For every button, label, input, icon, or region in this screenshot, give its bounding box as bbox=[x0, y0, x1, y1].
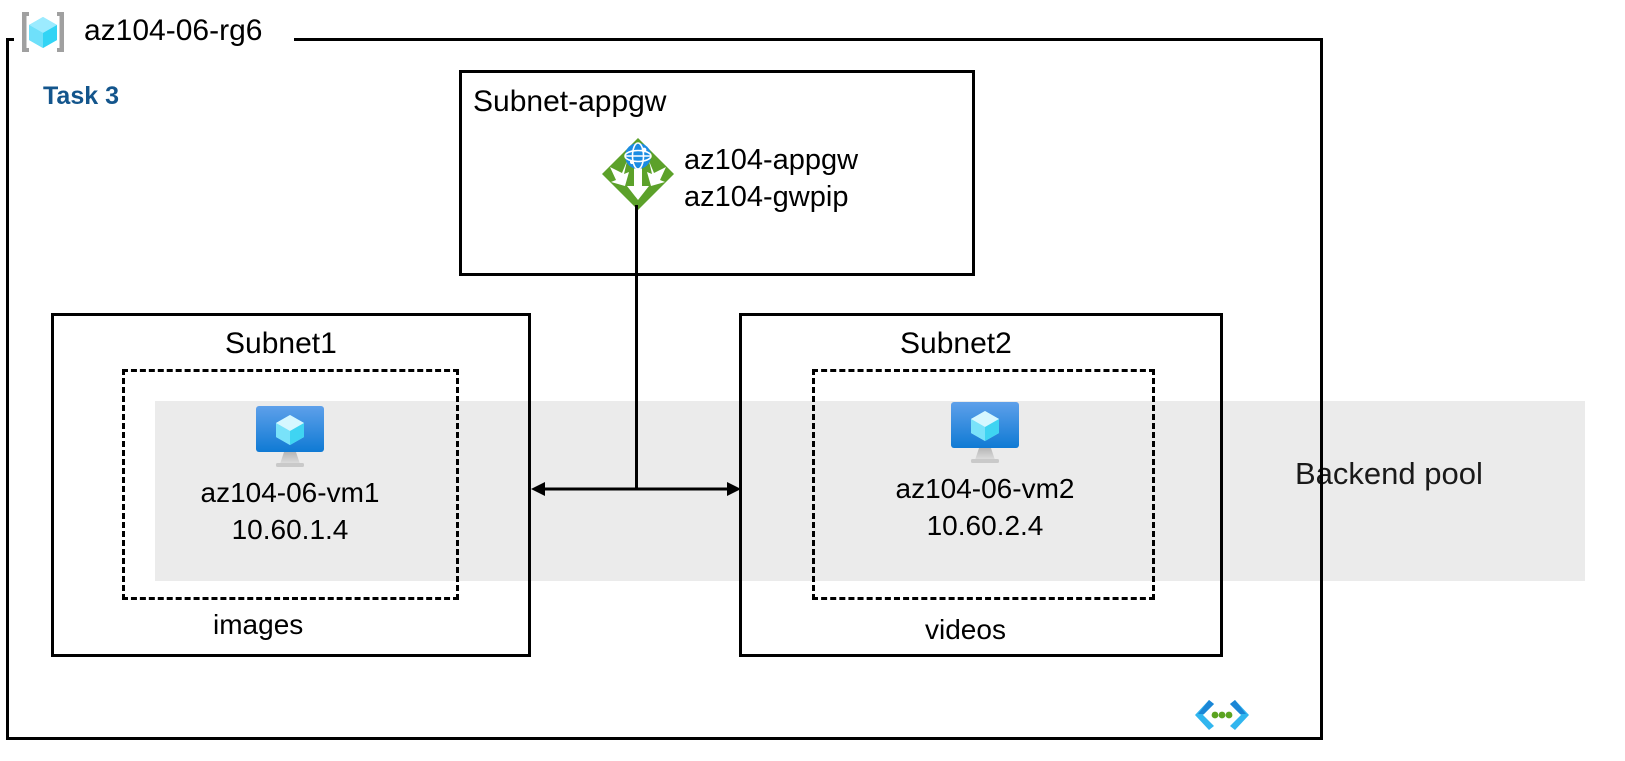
subnet2-footer-label: videos bbox=[925, 614, 1006, 645]
subnet-appgw-box bbox=[459, 70, 975, 276]
resource-group-cube-icon bbox=[16, 9, 70, 55]
vm1-block: az104-06-vm1 10.60.1.4 bbox=[170, 404, 410, 548]
backend-pool-label: Backend pool bbox=[1295, 456, 1483, 491]
subnet1-asg-dashed-box bbox=[122, 369, 459, 600]
subnet2-title: Subnet2 bbox=[900, 327, 1012, 360]
vm2-name: az104-06-vm2 bbox=[895, 473, 1075, 504]
vm1-name: az104-06-vm1 bbox=[200, 477, 380, 508]
virtual-machine-icon bbox=[256, 406, 324, 467]
application-gateway-icon bbox=[600, 136, 676, 212]
appgw-pip-line: az104-gwpip bbox=[684, 181, 849, 213]
resource-group-frame bbox=[6, 38, 1323, 740]
subnet1-title: Subnet1 bbox=[225, 327, 337, 360]
subnet-double-arrow-connector bbox=[531, 481, 741, 497]
gateway-vertical-connector bbox=[635, 205, 638, 489]
vm2-block: az104-06-vm2 10.60.2.4 bbox=[865, 400, 1105, 544]
resource-group-label: az104-06-rg6 bbox=[84, 14, 263, 47]
subnet-appgw-title: Subnet-appgw bbox=[473, 85, 667, 118]
subnet1-box bbox=[51, 313, 531, 657]
task-badge-label: Task 3 bbox=[43, 82, 119, 110]
backend-pool-band bbox=[155, 401, 1585, 581]
subnet2-box bbox=[739, 313, 1223, 657]
virtual-machine-icon bbox=[951, 402, 1019, 463]
vm1-ip: 10.60.1.4 bbox=[231, 514, 349, 545]
subnet2-asg-dashed-box bbox=[812, 369, 1155, 600]
appgw-name-line: az104-appgw bbox=[684, 144, 859, 176]
vm2-ip: 10.60.2.4 bbox=[926, 510, 1044, 541]
application-gateway-labels: az104-appgw az104-gwpip bbox=[684, 142, 858, 216]
code-brackets-icon bbox=[1194, 694, 1250, 736]
subnet1-footer-label: images bbox=[213, 609, 304, 640]
